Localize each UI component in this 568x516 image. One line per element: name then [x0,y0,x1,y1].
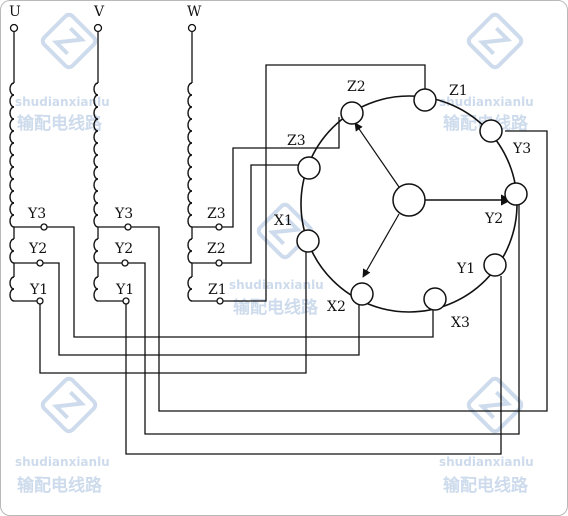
wire-z2 [222,164,298,264]
slot-z1 [413,88,437,112]
coil-tap-2 [187,238,193,264]
tap-label-y1-v: Y1 [115,282,134,298]
tap-z1 [216,297,224,305]
watermark-latin: shudianxianlu [439,95,534,109]
coil-tap-2 [93,238,99,264]
slot-y2 [504,182,528,206]
terminal-label-w: W [187,4,202,20]
arrow-to-z2 [354,122,400,188]
slot-label-y1: Y1 [456,261,475,277]
wire-v-y3 [131,130,548,412]
stator: Z2 Z1 Z3 Y3 X1 Y2 Y1 X2 X3 [274,79,531,331]
slot-z3 [297,156,321,180]
arrow-to-x2 [362,213,400,278]
watermark-chinese: 输配电线路 [17,475,103,496]
watermark-chinese: 输配电线路 [17,113,103,134]
slot-y3 [479,119,503,143]
watermark-bottom-left: shudianxianlu 输配电线路 [15,376,110,496]
tap-label-y1-u: Y1 [29,282,48,298]
connection-wires [39,64,548,455]
slot-x3 [423,287,447,311]
watermark-top-right: shudianxianlu 输配电线路 [439,12,534,134]
tap-label-z1: Z1 [208,282,227,298]
coil-tap-1 [187,202,193,228]
watermark-logo-icon [40,376,98,434]
coil-upper [93,82,99,204]
slot-label-x3: X3 [451,315,470,331]
watermark-top-left: shudianxianlu 输配电线路 [15,12,110,134]
terminal-u [9,23,19,33]
tap-label-z3: Z3 [207,206,226,222]
wire-u-y1 [39,244,307,374]
slot-x1 [296,229,320,253]
watermark-chinese: 输配电线路 [233,297,319,318]
coil-tap-3 [9,276,15,302]
tap-y3-u [40,223,48,231]
winding-u: U Y3 Y2 Y1 [9,4,48,305]
wire-v-y2 [128,204,520,435]
slot-label-z2: Z2 [347,79,366,95]
watermark-chinese: 输配电线路 [443,475,529,496]
slot-label-z3: Z3 [287,133,306,149]
winding-w: W Z3 Z2 Z1 [187,4,227,305]
wire-z3 [222,117,340,228]
tap-z2 [215,259,223,267]
terminal-v [93,23,103,33]
slot-y1 [483,253,507,277]
slot-z2 [340,101,364,125]
slot-label-x2: X2 [327,299,346,315]
terminal-label-v: V [93,4,105,20]
tap-y2-u [36,259,44,267]
watermark-bottom-right: shudianxianlu 输配电线路 [439,376,534,496]
tap-label-y3-v: Y3 [114,206,133,222]
tap-label-z2: Z2 [207,241,226,257]
coil-tap-3 [93,276,99,302]
tap-z3 [215,223,223,231]
slot-x2 [350,282,374,306]
wire-z1 [223,64,426,302]
coil-upper [187,82,193,204]
coil-tap-2 [9,238,15,264]
terminal-w [187,23,197,33]
watermark-latin: shudianxianlu [229,278,324,292]
rotor-center [392,183,426,217]
tap-label-y2-v: Y2 [114,241,133,257]
wire-v-y1 [125,276,502,455]
tap-label-y3-u: Y3 [27,206,46,222]
watermark-logo-icon [466,376,524,434]
terminal-label-u: U [9,4,21,20]
tap-y2-v [121,259,129,267]
tap-y3-v [124,223,132,231]
watermark-logo-icon [466,12,524,70]
watermark-latin: shudianxianlu [439,455,534,469]
coil-upper [9,82,15,204]
tap-label-y2-u: Y2 [28,241,47,257]
wire-u-y3 [47,226,434,338]
slot-label-y2: Y2 [484,211,503,227]
watermark-latin: shudianxianlu [15,95,110,109]
coil-tap-1 [93,202,99,228]
watermark-latin: shudianxianlu [15,455,110,469]
coil-tap-1 [9,202,15,228]
slot-label-y3: Y3 [512,141,531,157]
slot-label-x1: X1 [274,213,293,229]
tap-y1-u [36,297,44,305]
wire-u-y2 [43,262,360,356]
tap-y1-v [122,297,130,305]
coil-tap-3 [187,276,193,302]
watermark-logo-icon [40,12,98,70]
watermark-center: shudianxianlu 输配电线路 [229,202,324,318]
winding-v: V Y3 Y2 Y1 [93,4,134,305]
slot-label-z1: Z1 [449,83,468,99]
